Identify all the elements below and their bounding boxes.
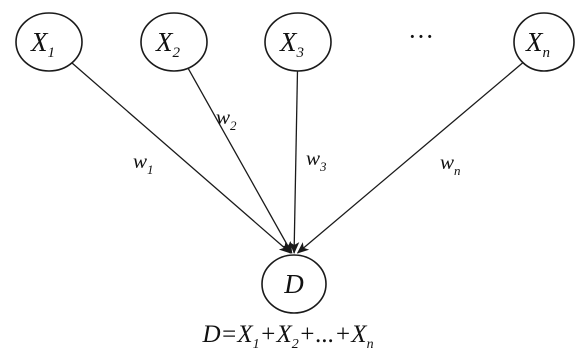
edge-x1-to-d	[70, 61, 292, 254]
equation-subscript: 1	[253, 337, 260, 352]
equation-term: +...+X	[299, 321, 368, 348]
edge-weight-subscript: 3	[319, 159, 327, 174]
edge-x3-to-d	[289, 70, 300, 254]
edge-weight-subscript: n	[454, 163, 461, 178]
nodes-layer: X1 X2 X3 XnD	[15, 12, 575, 314]
equation-term: D=X	[201, 321, 254, 348]
node-subscript: n	[543, 45, 551, 61]
edge-x2-to-d	[187, 67, 293, 254]
edge-weight-label-x3: w3	[306, 146, 327, 174]
edge-weight-label-xn: wn	[440, 150, 461, 178]
edge-weight-label-x2: w2	[216, 105, 237, 133]
nodes-ellipsis: ···	[408, 22, 434, 51]
node-xn: Xn	[513, 12, 575, 72]
node-circle	[513, 12, 575, 72]
node-x1: X1	[15, 12, 83, 72]
node-label: D	[283, 269, 304, 299]
equation-term: +X	[260, 321, 294, 348]
equation-subscript: 2	[292, 337, 299, 352]
node-circle	[15, 12, 83, 72]
edge-xn-to-d	[296, 61, 524, 254]
node-circle	[261, 254, 327, 314]
node-subscript: 3	[296, 45, 305, 61]
equation-subscript: n	[367, 337, 374, 352]
edge-weight-subscript: 1	[147, 162, 154, 177]
edges-layer: w1 w2 w3 wn	[70, 61, 524, 254]
sum-equation: D=X1+X2+...+Xn	[201, 321, 373, 352]
edge-weight-label-x1: w1	[133, 149, 154, 177]
node-x2: X2	[140, 12, 208, 72]
node-subscript: 2	[173, 45, 181, 61]
node-d: D	[261, 254, 327, 314]
node-circle	[140, 12, 208, 72]
edge-weight-subscript: 2	[230, 118, 237, 133]
node-circle	[264, 12, 332, 72]
node-subscript: 1	[48, 45, 56, 61]
node-x3: X3	[264, 12, 332, 72]
